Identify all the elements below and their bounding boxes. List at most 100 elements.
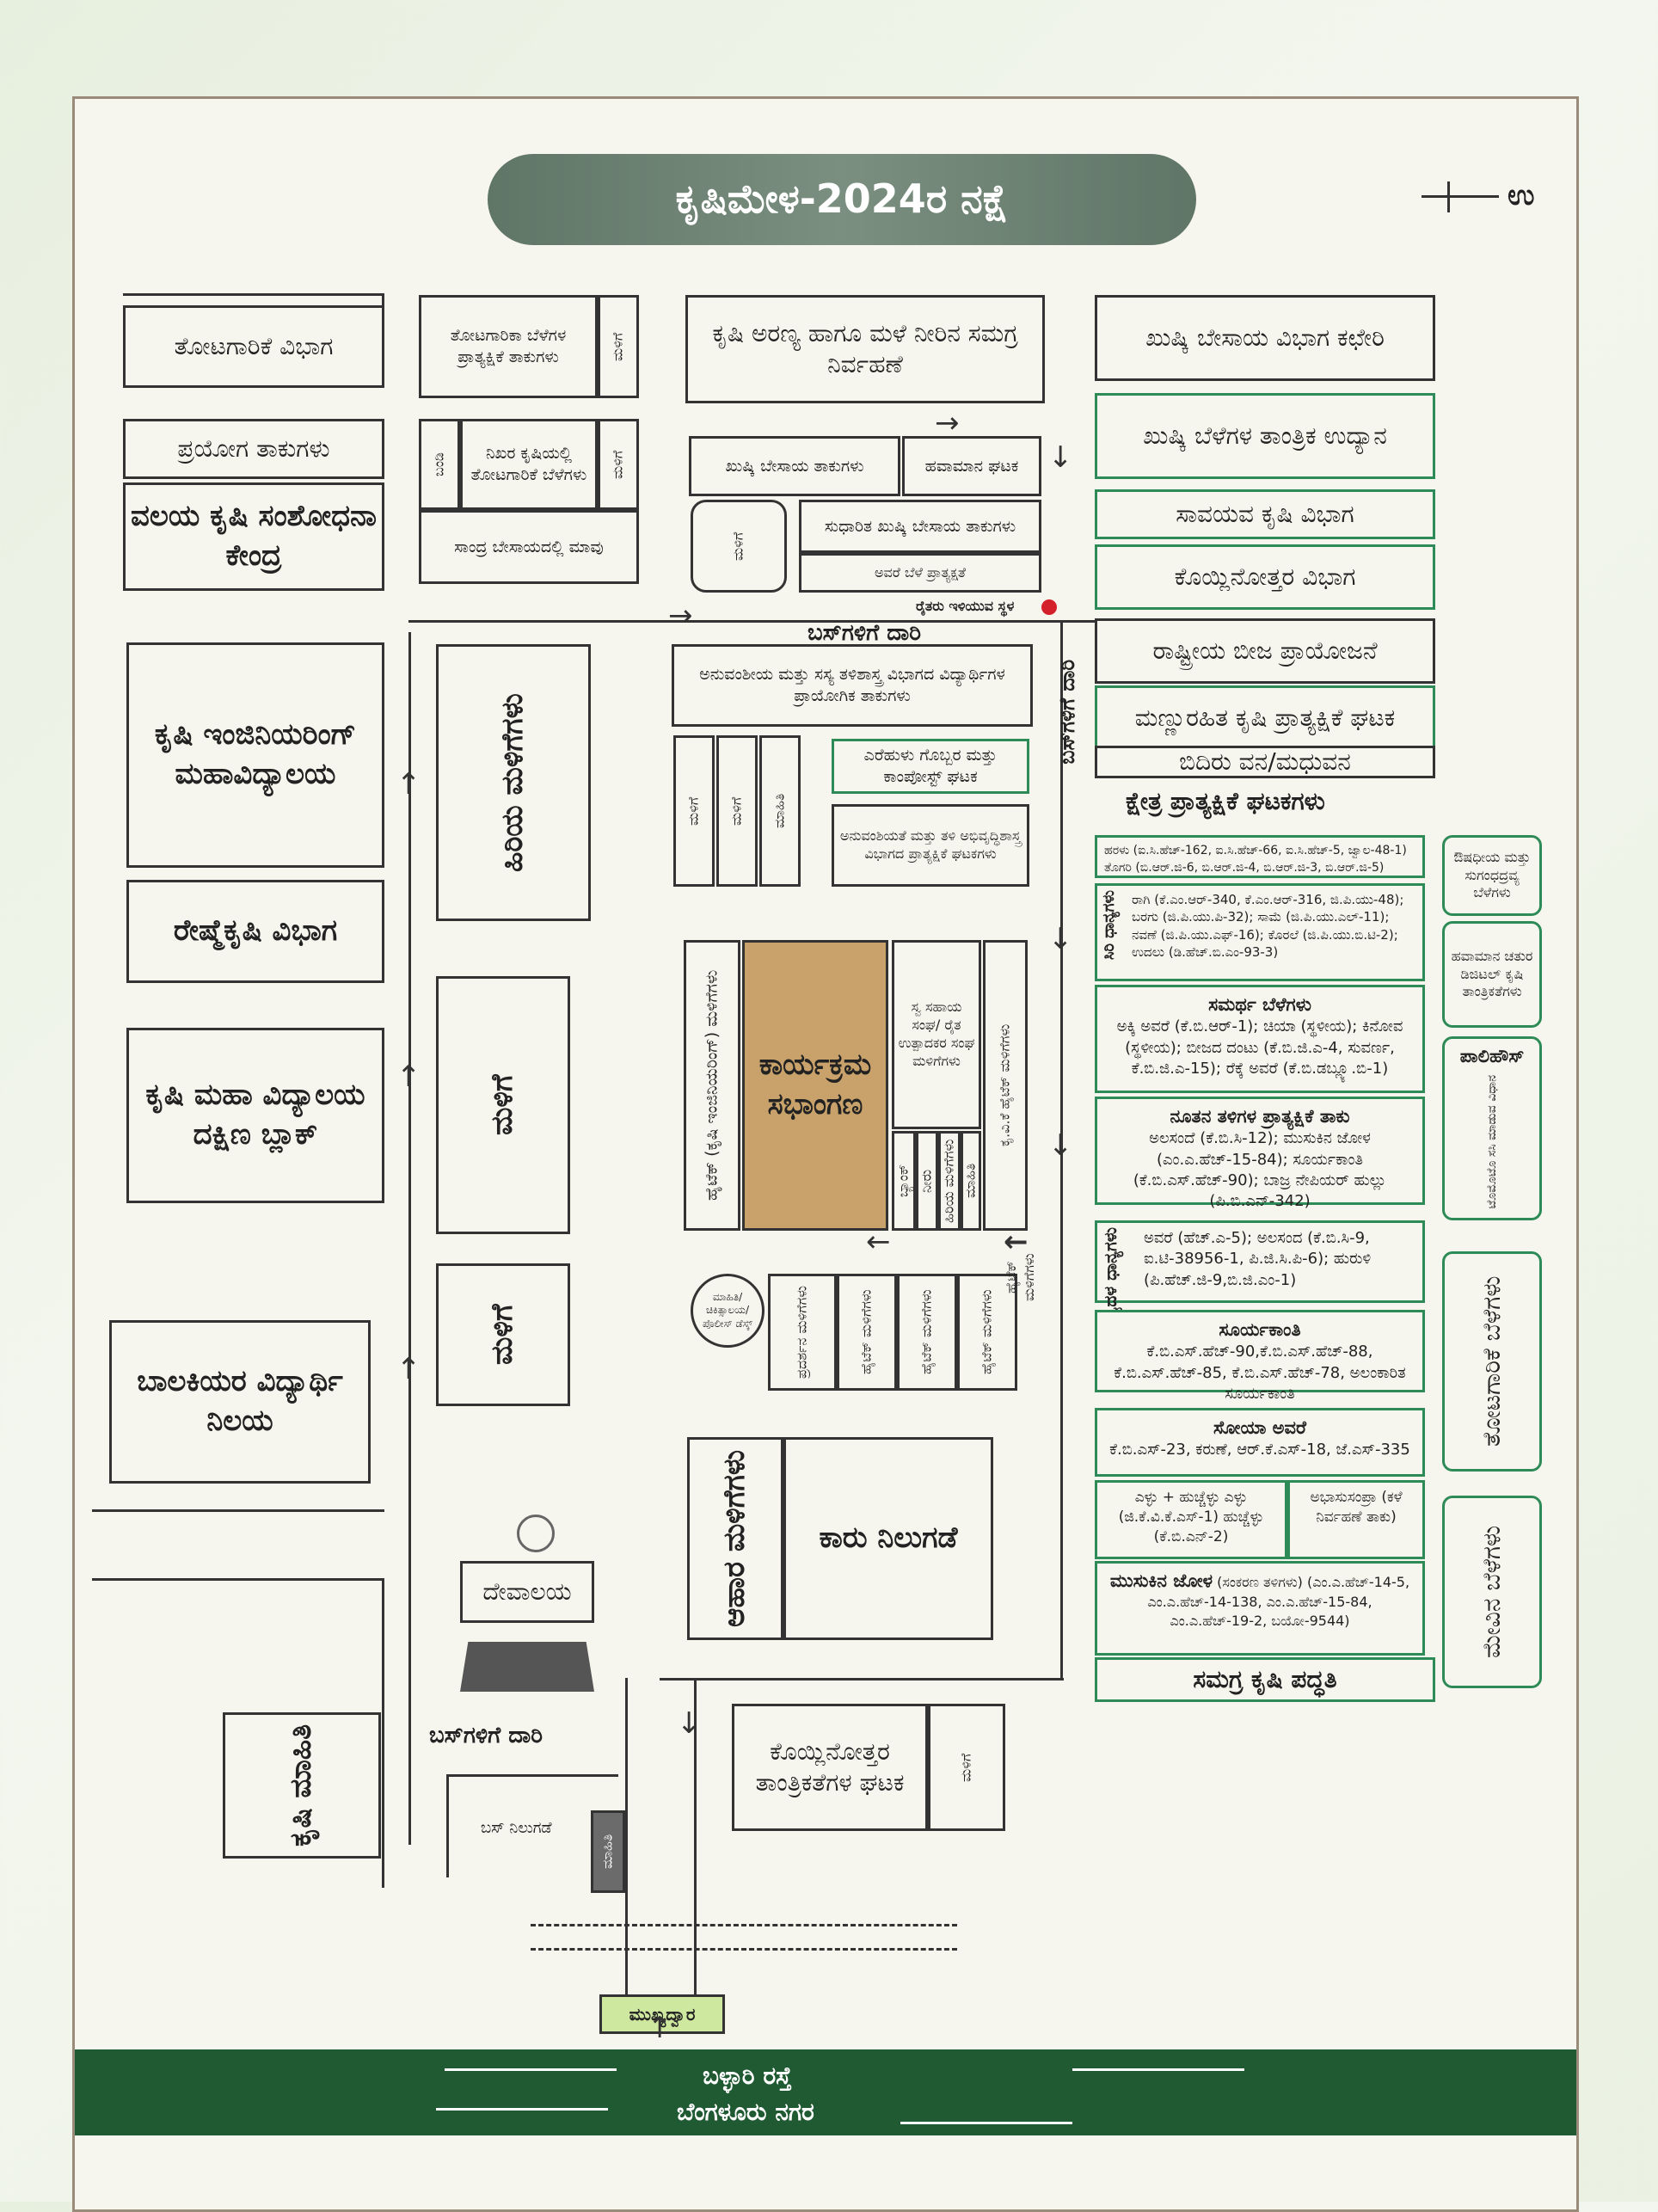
weather-unit: ಹವಾಮಾನ ಘಟಕ [902, 436, 1041, 496]
post-harvest-unit: ಕೊಯ್ಲಿನೋತ್ತರ ತಾಂತ್ರಿಕತೆಗಳ ಘಟಕ [732, 1704, 928, 1831]
genetics-plots: ಅನುವಂಶೀಯ ಮತ್ತು ಸಸ್ಯ ತಳಿಶಾಸ್ತ್ರ ವಿಭಾಗದ ವಿ… [672, 644, 1033, 727]
maize-title: ಮುಸುಕಿನ ಜೋಳ [1109, 1570, 1213, 1591]
road-arrow-1 [445, 2068, 617, 2071]
vermi-compost-unit: ಎರೆಹುಳು ಗೊಬ್ಬರ ಮತ್ತು ಕಾಂಪೋಸ್ಟ್ ಘಟಕ [832, 739, 1029, 794]
sericulture-block: ರೇಷ್ಮೆಕೃಷಿ ವಿಭಾಗ [126, 880, 384, 983]
tall-stall-block-2: ಮಳಿಗೆ [436, 976, 570, 1234]
efficient-crops-body: ಅಕ್ಕಿ ಅವರೆ (ಕೆ.ಬಿ.ಆರ್-1); ಚಿಯಾ (ಸ್ಥಳೀಯ);… [1116, 1017, 1403, 1078]
north-arrow [1422, 195, 1499, 198]
seed-project: ರಾಷ್ಟ್ರೀಯ ಬೀಜ ಪ್ರಾಯೋಜನೆ [1095, 618, 1435, 684]
avare-demo: ಅವರೆ ಬೆಳೆ ಪ್ರಾತ್ಯಕ್ಷತೆ [799, 553, 1041, 593]
tall-stall-block-3: ಮಳಿಗೆ [436, 1263, 570, 1406]
postharvest-dept: ಕೊಯ್ಲಿನೋತ್ತರ ವಿಭಾಗ [1095, 544, 1435, 610]
dashed-line-1 [531, 1924, 957, 1926]
bamboo-block: ಬಿದಿರು ವನ/ಮಧುವನ [1095, 746, 1435, 778]
engg-college-block: ಕೃಷಿ ಇಂಜಿನಿಯರಿಂಗ್ ಮಹಾವಿದ್ಯಾಲಯ [126, 642, 384, 868]
climate-smart: ಹವಾಮಾನ ಚತುರ ಡಿಜಿಟಲ್ ಕೃಷಿ ತಾಂತ್ರಿಕತೆಗಳು [1442, 921, 1542, 1028]
left-lower-border-v [382, 1578, 384, 1888]
millets-body: ರಾಗಿ (ಕೆ.ಎಂ.ಆರ್-340, ಕೆ.ಎಂ.ಆರ್-316, ಜಿ.ಪ… [1132, 892, 1404, 960]
bus-parking-outline [446, 1774, 449, 1877]
arrow-right-2: → [935, 406, 960, 440]
left-lower-border [92, 1578, 384, 1581]
weed-box: ಅಭಾಸುಸಂಪ್ರಾ (ಕಳೆ ನಿರ್ವಹಣೆ ತಾಕು) [1287, 1480, 1425, 1559]
dashed-line-2 [531, 1948, 957, 1951]
map-sheet: ಕೃಷಿಮೇಳ-2024ರ ನಕ್ಷೆ ಉ ತೋಟಗಾರಿಕೆ ವಿಭಾಗ ಪ್… [72, 96, 1579, 2212]
millets-list: ರಾಗಿ (ಕೆ.ಎಂ.ಆರ್-340, ಕೆ.ಎಂ.ಆರ್-316, ಜಿ.ಪ… [1095, 883, 1425, 981]
millets-side-label: ಸಿರಿ ಧಾನ್ಯಗಳು [1100, 890, 1118, 961]
bus-road-label-2: ಬಸ್‌ಗಳಿಗೆ ದಾರಿ [429, 1723, 543, 1748]
ticket-box: ಮಾಹಿತಿ [591, 1810, 625, 1893]
arrow-down-gate: ↓ [677, 1706, 702, 1741]
polyhouse-box: ಪಾಲಿಹೌಸ್ ಟೊಮೊಟೊ ಸಸಿ ಮಾಡುವ ವಿಧಾನ [1442, 1036, 1542, 1220]
road-vertical-left [408, 632, 411, 1845]
dry-farming-office: ಖುಷ್ಕಿ ಬೇಸಾಯ ವಿಭಾಗ ಕಛೇರಿ [1095, 295, 1435, 381]
main-gate: ಮುಖ್ಯದ್ವಾರ [599, 1994, 725, 2034]
shg-stalls: ಸ್ವ ಸಹಾಯ ಸಂಘ/ ರೈತ ಉತ್ಪಾದಕರ ಸಂಘ ಮಳಿಗೆಗಳು [892, 940, 981, 1129]
breeding-units: ಅನುವಂಶಿಯತೆ ಮತ್ತು ತಳಿ ಅಭಿವೃದ್ಧಿಶಾಸ್ತ್ರ ವಿ… [832, 804, 1029, 887]
left-small-block: ಕೃಷಿ ಮಾಹಿತಿ [223, 1712, 381, 1859]
top-center-vertical-1: ಮಳಿಗೆ [598, 295, 639, 398]
arrow-up-3: ↑ [396, 1352, 421, 1386]
mango-block: ಸಾಂದ್ರ ಬೇಸಾಯದಲ್ಲಿ ಮಾವು [419, 510, 639, 584]
north-arrow-tick [1447, 181, 1450, 212]
top-center-vertical-3: ಮಳಿಗೆ [598, 419, 639, 510]
polyhouse-body: ಟೊಮೊಟೊ ಸಸಿ ಮಾಡುವ ವಿಧಾನ [1484, 1075, 1499, 1209]
temple-shape [460, 1642, 594, 1692]
organic-dept: ಸಾವಯವ ಕೃಷಿ ವಿಭಾಗ [1095, 489, 1435, 539]
sesame-body: ಎಳ್ಳು + ಹುಚ್ಚೆಳ್ಳು ಎಳ್ಳು (ಜಿ.ಕೆ.ವಿ.ಕೆ.ಎಸ… [1118, 1489, 1264, 1545]
arrow-right-1: → [668, 599, 693, 633]
left-hostel-border [92, 1509, 384, 1512]
farmer-rest-dot [1041, 599, 1057, 615]
roadside-vertical-label: ಬಸ್‌ಗಳಿಗೆ ದಾರಿ [1055, 660, 1079, 765]
polyhouse-title: ಪಾಲಿಹೌಸ್ [1459, 1046, 1525, 1066]
integrated-farming: ಸಮಗ್ರ ಕೃಷಿ ಪದ್ಧತಿ [1095, 1657, 1435, 1702]
hitech-stall-3: ಹೈಟೆಕ್ ಮಳಿಗೆಗಳು [897, 1274, 957, 1391]
medicinal-crops: ಔಷಧೀಯ ಮತ್ತು ಸುಗಂಧದ್ರವ್ಯ ಬೆಳೆಗಳು [1442, 835, 1542, 916]
road-gate-v2 [694, 1678, 697, 1996]
hitech-stall-5: ಹೈಟೆಕ್ ಮಳಿಗೆಗಳು [1003, 1253, 1037, 1301]
new-varieties-title: ನೂತನ ತಳಿಗಳ ಪ್ರಾತ್ಯಕ್ಷಿಕೆ ತಾಕು [1170, 1106, 1350, 1127]
arrow-left-1: ← [866, 1225, 891, 1259]
info-desk-circle: ಮಾಹಿತಿ/ ಚಿಕಿತ್ಸಾಲಯ/ ಪೊಲೀಸ್ ಡೆಸ್ಕ್ [691, 1274, 765, 1348]
tiny-stall-2: ನೀರು [916, 1131, 938, 1231]
temple-icon [517, 1515, 555, 1552]
arrow-up-2: ↑ [396, 1060, 421, 1094]
bus-parking-top [446, 1774, 618, 1777]
road-gate-v [625, 1678, 628, 1996]
tiny-stall-4: ಮಾಹಿತಿ [961, 1131, 981, 1231]
fodder-crops-vertical: ಮೇವಿನ ಬೆಳೆಗಳು [1442, 1496, 1542, 1688]
trial-plots-block: ಪ್ರಯೋಗ ತಾಕುಗಳು [123, 419, 384, 479]
arrow-down-1: ↓ [1048, 440, 1073, 475]
soya-box: ಸೋಯಾ ಅವರೆ ಕೆ.ಬಿ.ಎಸ್-23, ಕರುಣೆ, ಆರ್.ಕೆ.ಎಸ… [1095, 1408, 1425, 1477]
arrow-down-2: ↓ [1048, 922, 1073, 956]
zonal-research-block: ವಲಯ ಕೃಷಿ ಸಂಶೋಧನಾ ಕೇಂದ್ರ [123, 482, 384, 591]
pulses-box: ಅವರೆ (ಹೆಚ್.ಎ-5); ಅಲಸಂದ (ಕೆ.ಬಿ.ಸಿ-9, ಐ.ಟಿ… [1095, 1220, 1425, 1303]
horti-crops-vertical: ತೋಟಗಾರಿಕೆ ಬೆಳೆಗಳು [1442, 1251, 1542, 1472]
stall-vertical-a: ಮಳಿಗೆ [673, 735, 715, 887]
road-arrow-3 [436, 2108, 608, 2111]
sesame-box: ಎಳ್ಳು + ಹುಚ್ಚೆಳ್ಳು ಎಳ್ಳು (ಜಿ.ಕೆ.ವಿ.ಕೆ.ಎಸ… [1095, 1480, 1287, 1559]
left-top-border-right [382, 293, 384, 340]
precision-horti: ನಿಖರ ಕೃಷಿಯಲ್ಲಿ ತೋಟಗಾರಿಕೆ ಬೆಳೆಗಳು [460, 419, 598, 510]
road-vertical-center [1060, 620, 1063, 1678]
soya-title: ಸೋಯಾ ಅವರೆ [1213, 1417, 1306, 1438]
maize-box: ಮುಸುಕಿನ ಜೋಳ (ಸಂಕರಣ ತಳಿಗಳು) (ಎಂ.ಎ.ಹೆಚ್-14… [1095, 1561, 1425, 1656]
auditorium: ಕಾರ್ಯಕ್ರಮ ಸಭಾಂಗಣ [742, 940, 888, 1231]
sunflower-title: ಸೂರ್ಯಕಾಂತಿ [1219, 1319, 1301, 1340]
pulses-line-1: ಹರಳು (ಐ.ಸಿ.ಹೆಚ್-162, ಐ.ಸಿ.ಹೆಚ್-66, ಐ.ಸಿ.… [1104, 844, 1407, 857]
main-road [75, 2049, 1576, 2135]
arrow-down-3: ↓ [1048, 1128, 1073, 1163]
tall-stall-block-1: ಹಿರಿಯ ಮಳಿಗೆಗಳು [436, 644, 591, 921]
road-arrow-2 [1072, 2068, 1244, 2071]
map-title-banner: ಕೃಷಿಮೇಳ-2024ರ ನಕ್ಷೆ [488, 154, 1196, 245]
stall-vertical-b: ಮಳಿಗೆ [716, 735, 758, 887]
city-name: ಬೆಂಗಳೂರು ನಗರ [677, 2098, 814, 2126]
dry-crop-park: ಖುಷ್ಕಿ ಬೆಳೆಗಳ ತಾಂತ್ರಿಕ ಉದ್ಯಾನ [1095, 393, 1435, 479]
arrow-left-2: ← [1004, 1225, 1029, 1259]
pulses-line-2: ತೊಗರಿ (ಬಿ.ಆರ್.ಜಿ-6, ಬಿ.ಆರ್.ಜಿ-4, ಬಿ.ಆರ್.… [1104, 860, 1385, 875]
pulses-box-body: ಅವರೆ (ಹೆಚ್.ಎ-5); ಅಲಸಂದ (ಕೆ.ಬಿ.ಸಿ-9, ಐ.ಟಿ… [1144, 1229, 1372, 1289]
weed-body: ಅಭಾಸುಸಂಪ್ರಾ (ಕಳೆ ನಿರ್ವಹಣೆ ತಾಕು) [1310, 1489, 1403, 1526]
kvk-hitech-stalls: ಕೃ.ವಿ.ಕೆ ಹೈಟೆಕ್ ಮಳಿಗೆಗಳು [983, 940, 1028, 1231]
improved-dryland: ಸುಧಾರಿತ ಖುಷ್ಕಿ ಬೇಸಾಯ ತಾಕುಗಳು [799, 500, 1041, 553]
post-harvest-stall: ಮಳಿಗೆ [928, 1704, 1005, 1831]
